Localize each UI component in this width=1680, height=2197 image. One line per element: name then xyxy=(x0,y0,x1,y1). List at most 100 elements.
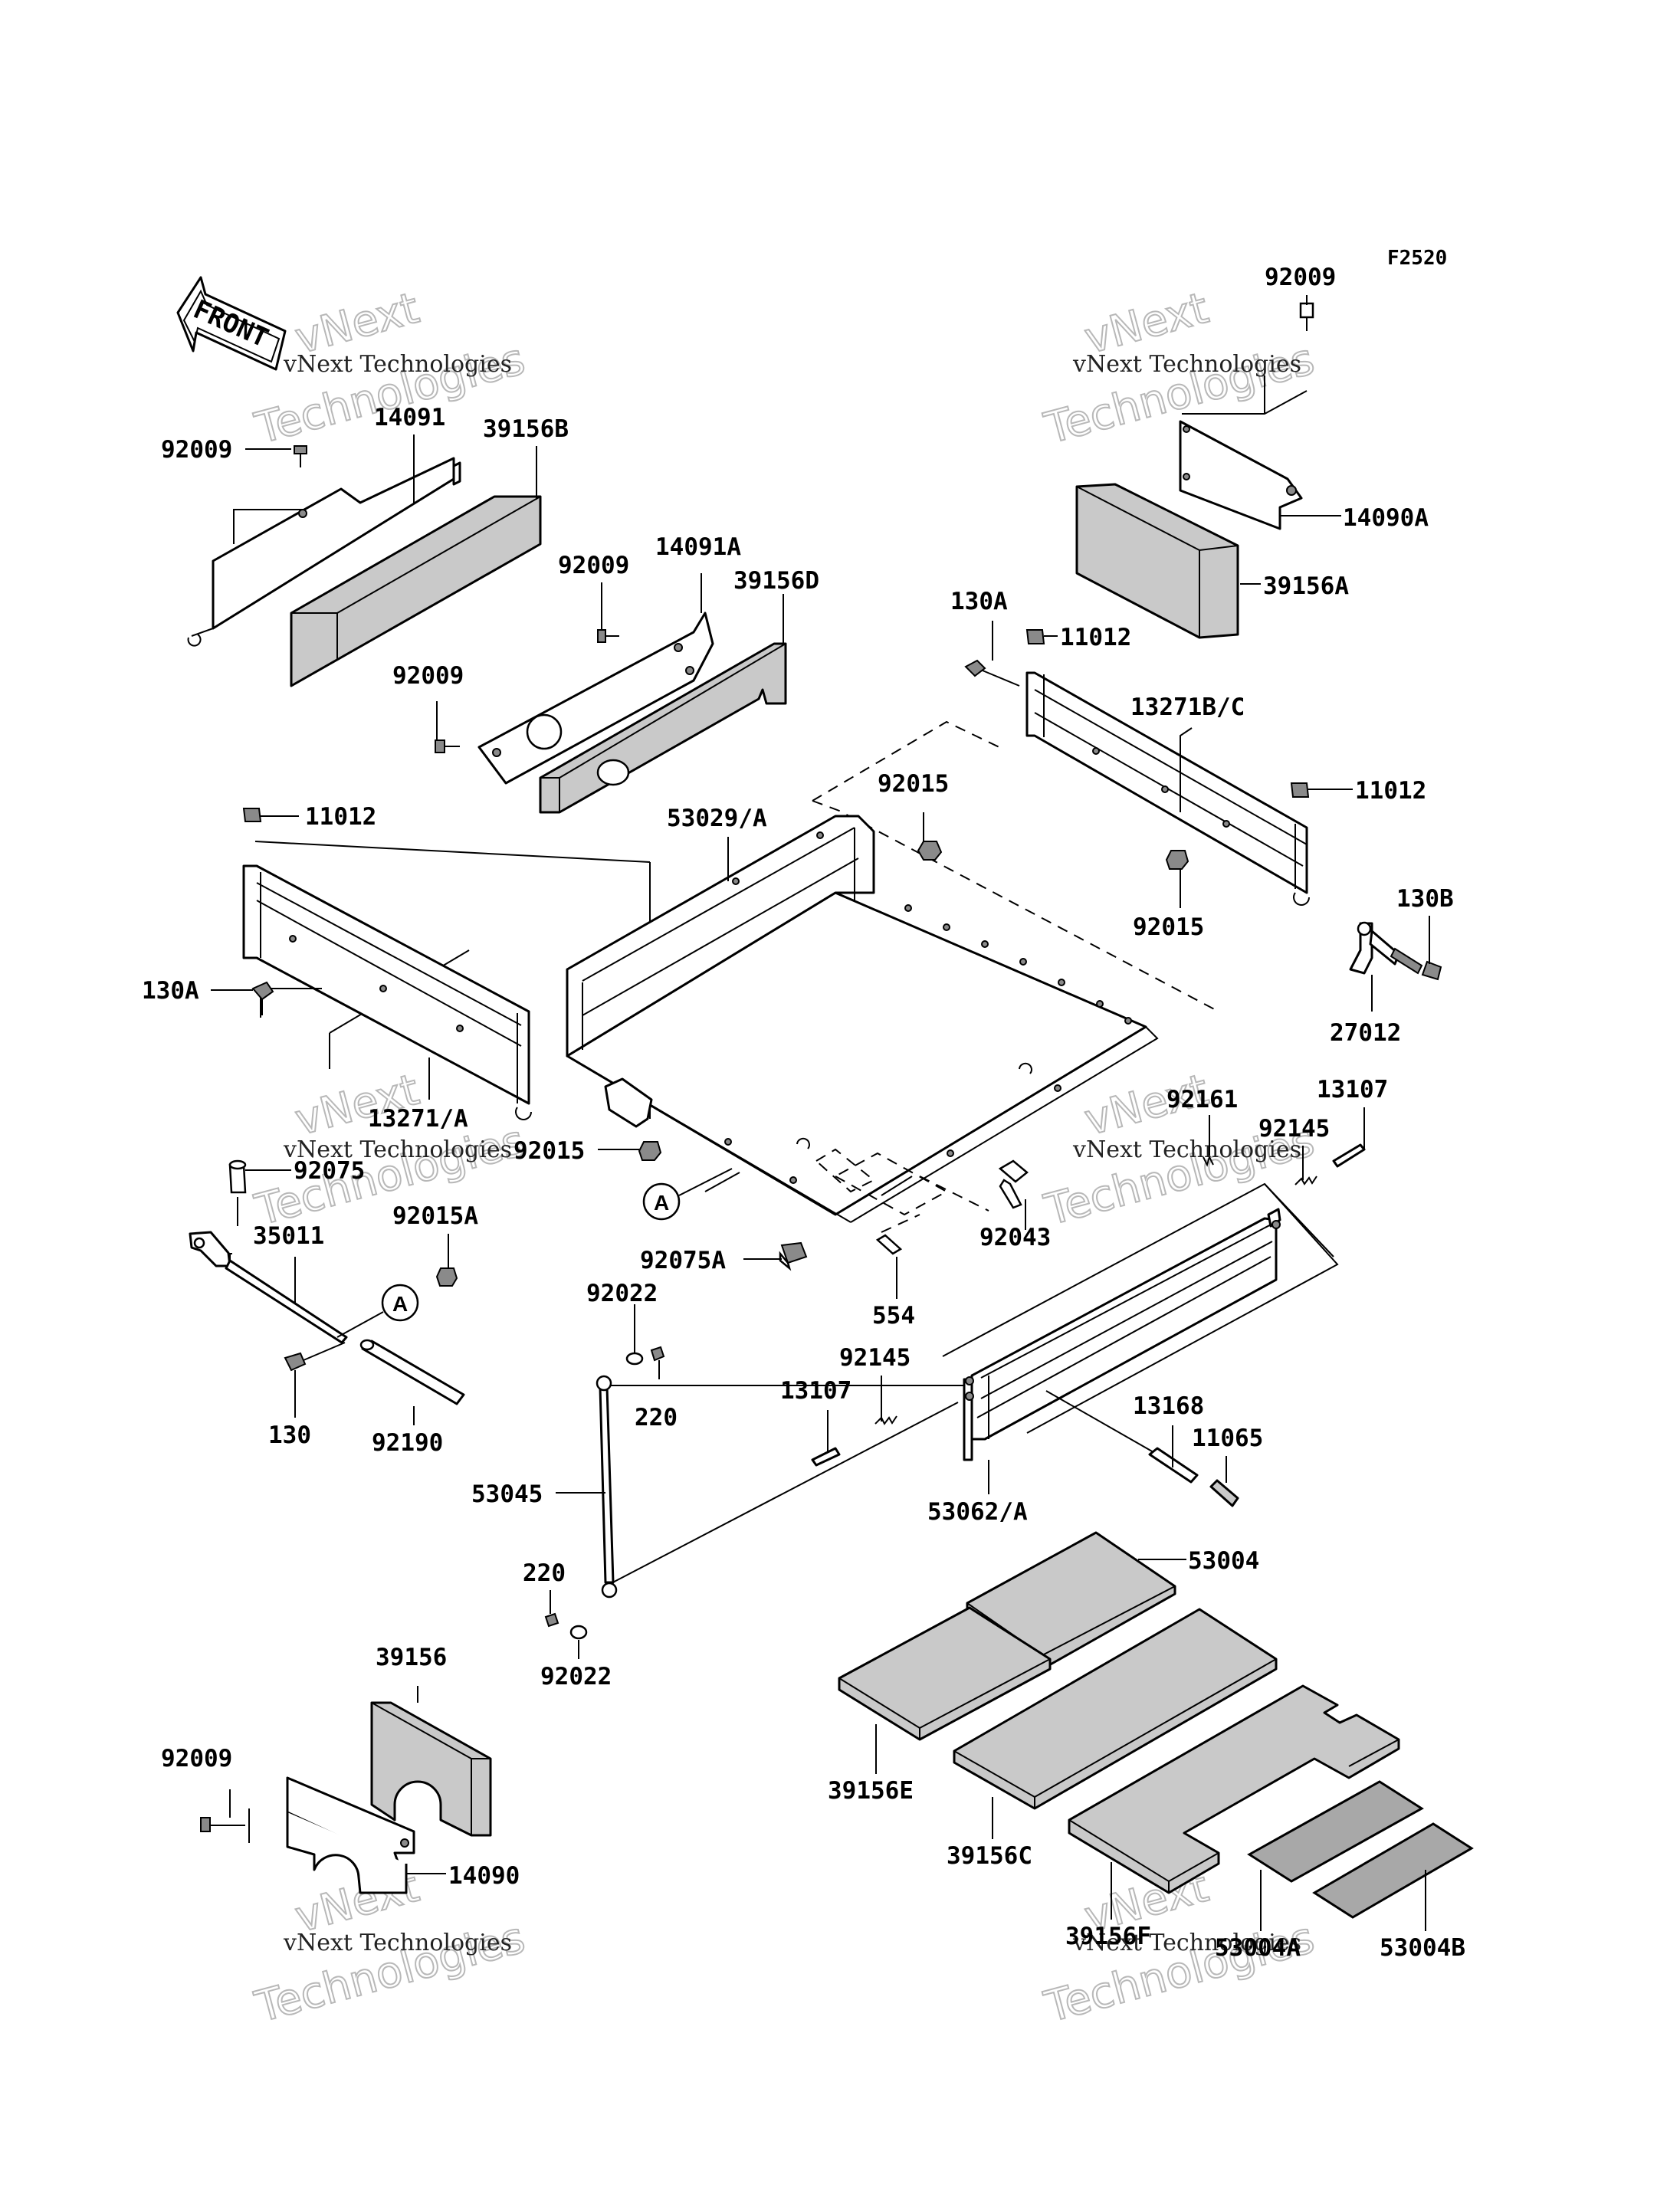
watermark-big: Technologies xyxy=(250,1116,530,1235)
tailgate-53062A xyxy=(942,1182,1339,1461)
label-92022-upper: 92022 xyxy=(586,1280,658,1307)
label-92022-lower: 92022 xyxy=(540,1663,612,1690)
label-39156E: 39156E xyxy=(828,1777,914,1805)
label-13271A: 13271/A xyxy=(368,1105,468,1133)
label-92145-right: 92145 xyxy=(1258,1115,1330,1143)
block-92075A-icon xyxy=(779,1241,808,1271)
pad-39156B xyxy=(290,495,542,687)
leader-lines xyxy=(211,295,1430,1931)
label-35011: 35011 xyxy=(253,1222,324,1250)
pad-53004B xyxy=(1312,1822,1474,1919)
bolt-130A-left-icon xyxy=(251,981,274,1015)
bolt-92009-icon xyxy=(294,302,1314,753)
label-92015A: 92015A xyxy=(392,1202,478,1230)
cap-92075-icon xyxy=(228,1159,247,1226)
label-39156F: 39156F xyxy=(1065,1923,1151,1950)
floor-pads xyxy=(838,1531,1474,1919)
label-11012-right-bottom: 11012 xyxy=(1355,777,1426,805)
label-14090A: 14090A xyxy=(1343,504,1429,532)
pin-13107-left xyxy=(811,1447,841,1467)
label-130B: 130B xyxy=(1396,885,1454,913)
label-53004B: 53004B xyxy=(1380,1934,1465,1962)
label-92015-right: 92015 xyxy=(1133,913,1204,941)
bolt-130A-right-icon xyxy=(964,659,1020,687)
pad-39156A xyxy=(1075,483,1239,639)
bolt-92009-bottom-icon xyxy=(200,1817,224,1832)
front-arrow-icon: FRONT xyxy=(176,276,287,371)
label-53062A: 53062/A xyxy=(927,1498,1028,1526)
clip-554 xyxy=(875,1214,920,1255)
reference-marker-a-bed: A xyxy=(642,1168,733,1221)
label-11012-left: 11012 xyxy=(305,803,376,831)
label-14090: 14090 xyxy=(448,1862,520,1890)
label-92075: 92075 xyxy=(294,1157,365,1185)
watermark-line: vNext Technologies xyxy=(1072,351,1301,378)
part-labels: 92009 14091 39156B 92009 14090A 92009 14… xyxy=(142,264,1465,1962)
label-53029A: 53029/A xyxy=(667,805,767,832)
watermark-line: vNext Technologies xyxy=(1072,1930,1301,1956)
label-53004A: 53004A xyxy=(1215,1934,1301,1962)
gate-13271BC xyxy=(812,671,1310,1012)
nut-92015A-icon xyxy=(435,1267,458,1287)
watermark-line: vNext Technologies xyxy=(1072,1136,1301,1163)
label-92190: 92190 xyxy=(372,1429,443,1457)
label-92075A: 92075A xyxy=(640,1247,726,1274)
label-92009-mid-lower: 92009 xyxy=(392,662,464,690)
plate-14090A xyxy=(1179,420,1303,530)
spring-92145-right-icon xyxy=(1294,1176,1317,1185)
label-92043: 92043 xyxy=(979,1224,1051,1251)
label-11012-right-top: 11012 xyxy=(1060,624,1131,651)
label-39156C: 39156C xyxy=(947,1842,1032,1870)
label-27012: 27012 xyxy=(1330,1019,1401,1047)
label-39156D: 39156D xyxy=(733,567,819,595)
label-53004: 53004 xyxy=(1188,1547,1259,1575)
pin-13107-right xyxy=(1332,1143,1366,1168)
pad-39156E xyxy=(838,1606,1052,1741)
washer-92161-icon xyxy=(1203,1155,1214,1167)
reference-marker-label: A xyxy=(392,1292,408,1316)
label-554: 554 xyxy=(872,1302,915,1330)
label-92015-upper: 92015 xyxy=(878,770,949,798)
pad-39156F xyxy=(1068,1684,1400,1894)
label-14091: 14091 xyxy=(374,404,445,431)
label-220-upper: 220 xyxy=(635,1404,678,1431)
label-39156: 39156 xyxy=(376,1644,447,1671)
cargo-bed-53029A xyxy=(566,815,1159,1223)
reference-marker-label: A xyxy=(654,1191,669,1215)
label-13107-right: 13107 xyxy=(1317,1076,1388,1103)
bracket-27012 xyxy=(1349,921,1400,975)
pad-53004A xyxy=(1247,1780,1424,1883)
label-39156A: 39156A xyxy=(1263,572,1349,600)
label-39156B: 39156B xyxy=(483,415,569,443)
label-13271BC: 13271B/C xyxy=(1130,694,1245,721)
watermark-line: vNext Technologies xyxy=(283,1136,512,1163)
panel-14091 xyxy=(187,457,461,647)
label-92015-lower: 92015 xyxy=(514,1137,585,1165)
label-11065: 11065 xyxy=(1192,1425,1263,1452)
bolt-130B-icon xyxy=(1390,947,1442,981)
label-92145-left: 92145 xyxy=(839,1344,911,1372)
pad-39156C xyxy=(953,1608,1278,1810)
cable-53045 xyxy=(596,1375,964,1599)
watermark-line: vNext Technologies xyxy=(283,351,512,378)
screw-220-icon xyxy=(544,1346,665,1628)
label-130A-right: 130A xyxy=(950,588,1008,615)
rod-92190 xyxy=(359,1339,465,1405)
label-130A-left: 130A xyxy=(142,977,199,1005)
diagram-code: F2520 xyxy=(1387,247,1447,270)
cap-11012-icon xyxy=(242,629,1310,822)
nut-92015-icon xyxy=(638,841,1189,1161)
label-130: 130 xyxy=(268,1421,311,1449)
label-13168: 13168 xyxy=(1133,1392,1204,1420)
label-53045: 53045 xyxy=(471,1481,543,1508)
pad-39156D xyxy=(539,642,787,814)
label-13107-left: 13107 xyxy=(780,1377,851,1405)
pin-11065 xyxy=(1209,1479,1239,1507)
label-92009-bottom: 92009 xyxy=(161,1745,232,1772)
washer-92022-icon xyxy=(569,1352,644,1640)
label-92009-top-right: 92009 xyxy=(1265,264,1336,291)
pad-39156 xyxy=(370,1701,492,1837)
label-220-lower: 220 xyxy=(523,1559,566,1587)
watermark-line: vNext Technologies xyxy=(283,1930,512,1956)
